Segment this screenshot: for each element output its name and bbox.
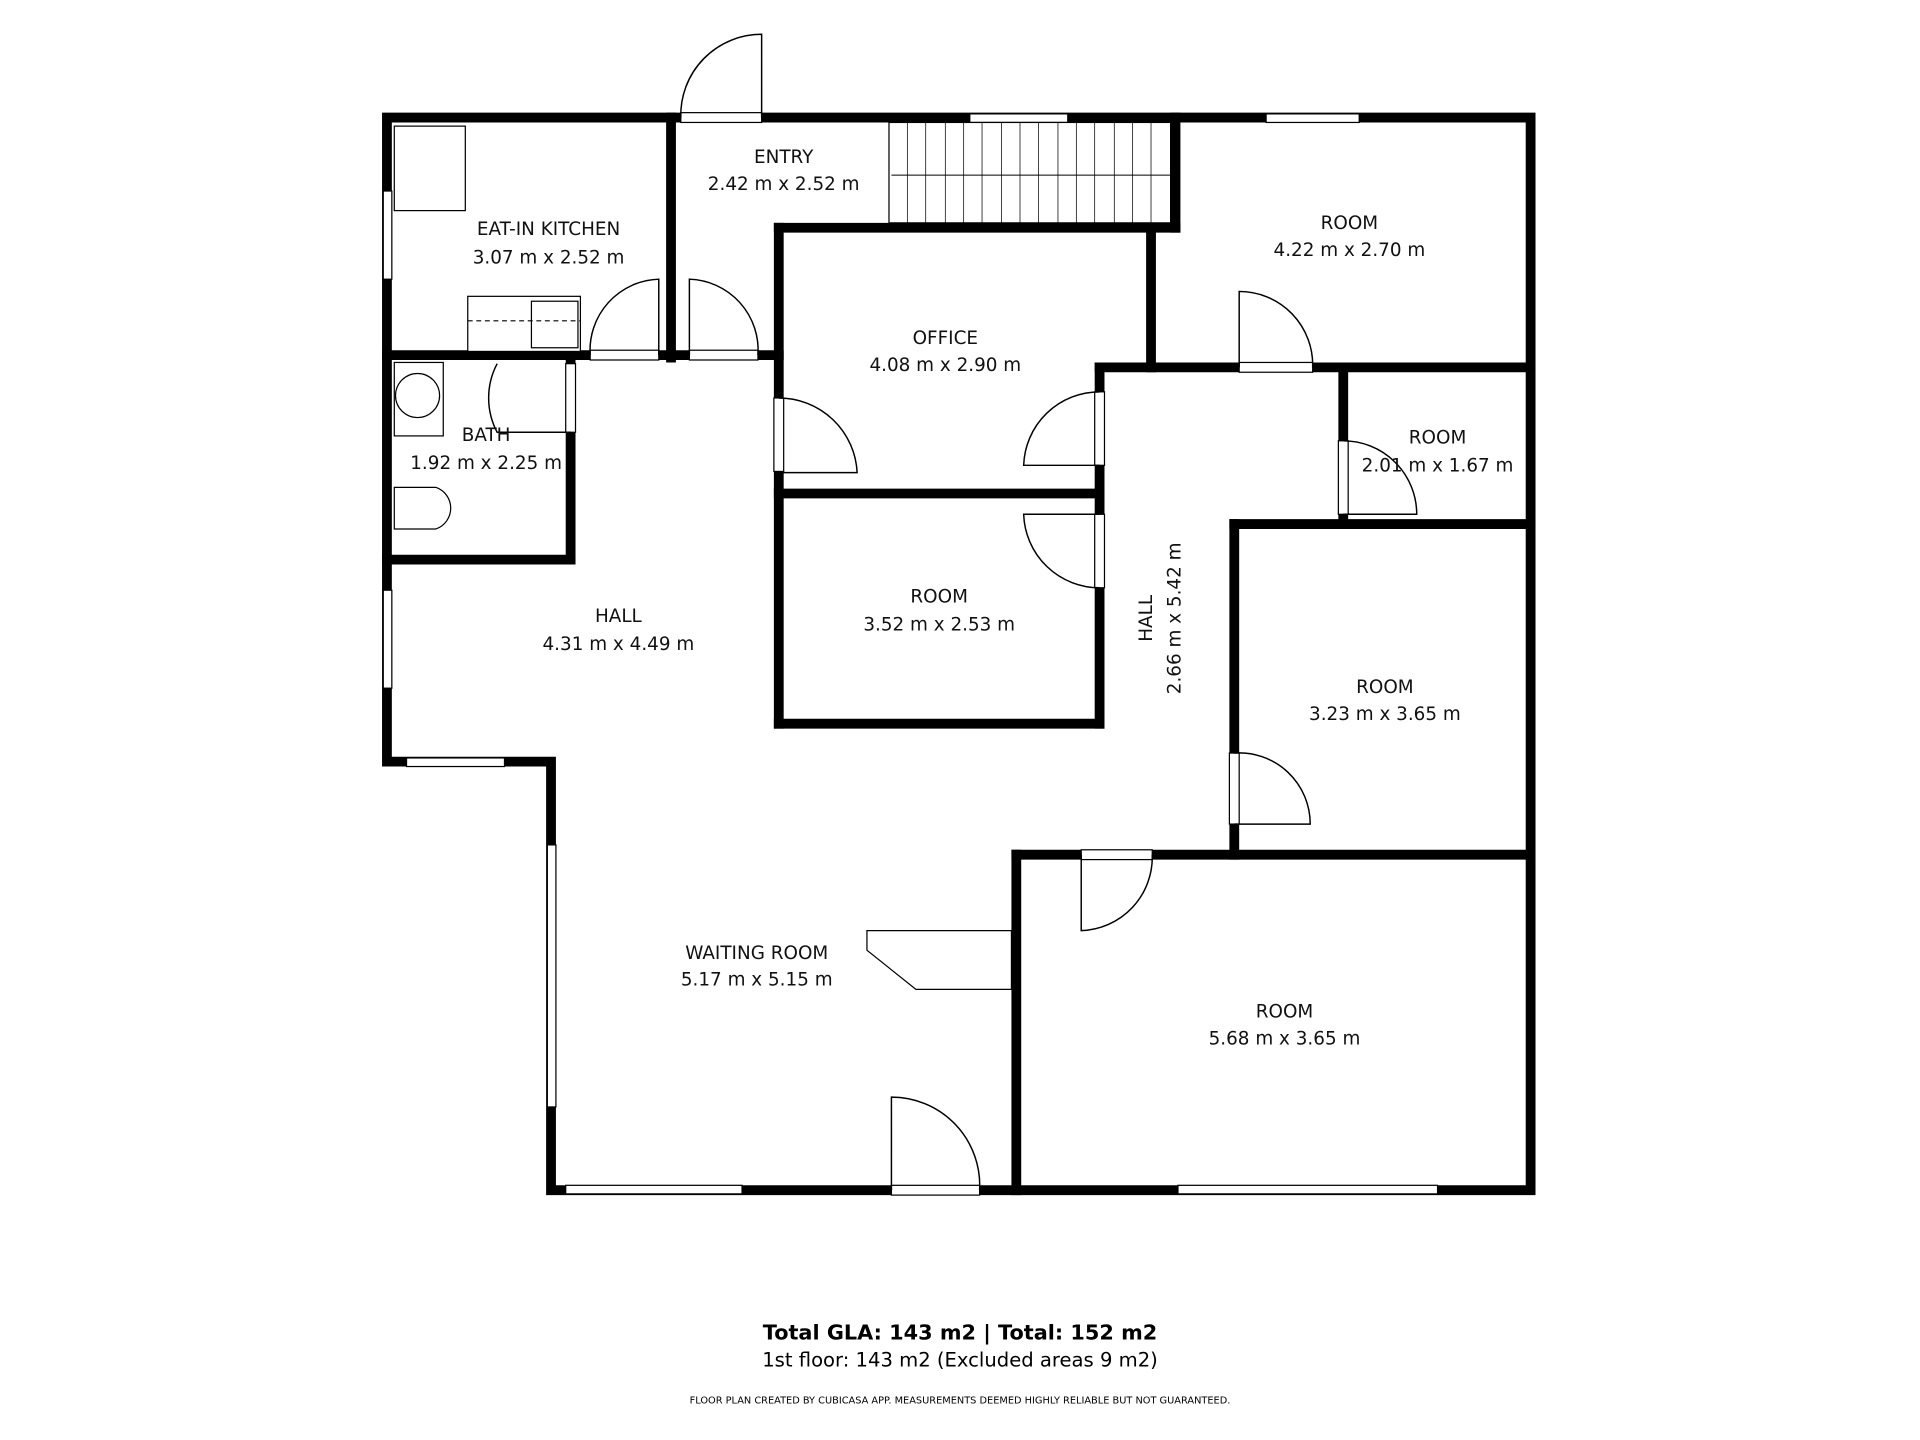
- room-size: 3.23 m x 3.65 m: [1309, 704, 1461, 725]
- room-name: EAT-IN KITCHEN: [477, 219, 620, 240]
- room-size: 1.92 m x 2.25 m: [410, 453, 562, 474]
- fixtures: [393, 121, 1172, 990]
- toilet-icon: [393, 486, 452, 530]
- room-size: 4.31 m x 4.49 m: [543, 634, 695, 655]
- room-name: ROOM: [1321, 213, 1379, 234]
- windows: [382, 113, 1439, 1195]
- room-name: ROOM: [1356, 677, 1414, 698]
- room-name: BATH: [462, 425, 511, 446]
- sink-icon: [530, 300, 579, 349]
- room-name: WAITING ROOM: [685, 943, 828, 964]
- room-name: ROOM: [1256, 1002, 1314, 1023]
- room-size: 2.42 m x 2.52 m: [708, 174, 860, 195]
- washbasin-icon: [394, 372, 441, 419]
- stairs: [888, 121, 1172, 224]
- room-name: ENTRY: [754, 147, 814, 168]
- reception-counter: [866, 930, 1013, 990]
- disclaimer: FLOOR PLAN CREATED BY CUBICASA APP. MEAS…: [690, 1395, 1231, 1406]
- room-name: ROOM: [910, 586, 967, 607]
- doors: [487, 33, 1418, 1196]
- room-size: 4.22 m x 2.70 m: [1274, 240, 1426, 261]
- room-name: HALL: [595, 606, 643, 627]
- room-size: 2.66 m x 5.42 m: [1164, 543, 1185, 695]
- footer: Total GLA: 143 m2 | Total: 152 m2 1st fl…: [690, 1321, 1231, 1407]
- kitchen-cabinet: [393, 125, 466, 212]
- room-size: 3.52 m x 2.53 m: [863, 615, 1015, 636]
- room-labels: EAT-IN KITCHEN 3.07 m x 2.52 m ENTRY 2.4…: [410, 147, 1513, 1050]
- room-size: 4.08 m x 2.90 m: [869, 355, 1021, 376]
- floor-area: 1st floor: 143 m2 (Excluded areas 9 m2): [762, 1349, 1158, 1372]
- room-size: 3.07 m x 2.52 m: [473, 247, 625, 268]
- room-size: 5.68 m x 3.65 m: [1209, 1028, 1361, 1049]
- room-name: HALL: [1136, 594, 1157, 642]
- room-size: 5.17 m x 5.15 m: [681, 970, 833, 991]
- room-size: 2.01 m x 1.67 m: [1362, 455, 1514, 476]
- total-area: Total GLA: 143 m2 | Total: 152 m2: [763, 1321, 1157, 1346]
- room-name: ROOM: [1409, 427, 1467, 448]
- room-name: OFFICE: [913, 328, 978, 349]
